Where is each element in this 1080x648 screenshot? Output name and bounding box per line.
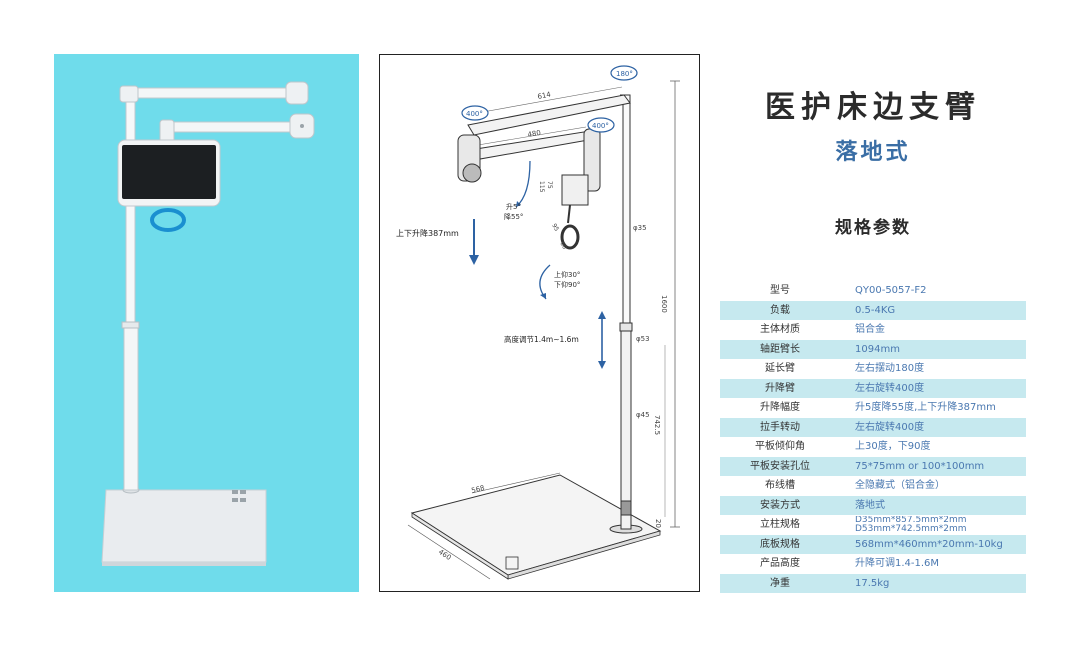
spec-value: 铝合金 — [855, 324, 885, 335]
spec-value: 75*75mm or 100*100mm — [855, 460, 985, 472]
dia-45-label: φ45 — [636, 411, 650, 419]
pole-lower-drawing — [620, 322, 632, 530]
spec-value: 落地式 — [855, 499, 885, 511]
rotation-badge-left: 400° — [461, 105, 489, 121]
spec-value: 全隐藏式（铝合金） — [855, 480, 945, 491]
upper-pole — [125, 91, 136, 325]
spec-row: 延长臂 左右摆动180度 — [720, 359, 1026, 379]
spec-row: 拉手转动 左右旋转400度 — [720, 417, 1026, 437]
tilt-up-label: 上仰30° — [554, 270, 580, 279]
spec-value: 左右旋转400度 — [855, 421, 925, 433]
dim-460-label: 460 — [437, 548, 453, 562]
spec-value: 升降可调1.4-1.6M — [855, 558, 940, 569]
spec-label: 平板安装孔位 — [750, 460, 810, 472]
lift-arm — [163, 121, 303, 133]
spec-label: 升降幅度 — [760, 402, 800, 413]
dia-53-label: φ53 — [636, 335, 650, 343]
spec-label: 净重 — [770, 577, 790, 589]
spec-label: 主体材质 — [760, 324, 800, 335]
spec-row: 布线槽 全隐藏式（铝合金） — [720, 476, 1026, 496]
svg-text:180°: 180° — [616, 70, 633, 78]
spec-row: 轴距臂长 1094mm — [720, 339, 1026, 359]
spec-heading: 规格参数 — [835, 218, 911, 238]
spec-value: QY00-5057-F2 — [855, 285, 927, 296]
updown-label: 上下升降387mm — [396, 228, 459, 238]
lift-angle-arc — [515, 160, 531, 208]
base-plate-edge — [102, 562, 266, 566]
technical-drawing: 1600 742.5 20 568 460 φ35 φ53 φ45 614 48… — [379, 54, 700, 592]
rotation-badge-mid: 400° — [587, 117, 615, 133]
dim-95-label: 95 — [550, 223, 560, 233]
spec-row: 型号 QY00-5057-F2 — [720, 281, 1026, 301]
dimension-drawing: 1600 742.5 20 568 460 φ35 φ53 φ45 614 48… — [396, 65, 680, 580]
tablet-screen — [122, 145, 216, 199]
spec-value: 568mm*460mm*20mm-10kg — [855, 538, 1003, 550]
spec-label: 产品高度 — [760, 558, 800, 569]
spec-row: 净重 17.5kg — [720, 573, 1026, 593]
spec-row: 平板安装孔位 75*75mm or 100*100mm — [720, 456, 1026, 476]
spec-value: 1094mm — [855, 343, 900, 355]
spec-row: 产品高度 升降可调1.4-1.6M — [720, 554, 1026, 574]
spec-table: 型号 QY00-5057-F2 负载 0.5-4KG 主体材质 铝合金 轴距臂长… — [720, 281, 1026, 593]
spec-row: 安装方式 落地式 — [720, 495, 1026, 515]
dim-75-label: 75 — [546, 181, 553, 189]
spec-label: 布线槽 — [765, 480, 795, 491]
spec-label: 拉手转动 — [760, 421, 800, 433]
dim-568-label: 568 — [471, 484, 486, 495]
spec-value: 升5度降55度,上下升降387mm — [855, 402, 996, 413]
tablet-handle — [150, 208, 186, 232]
spec-label: 平板倾仰角 — [755, 441, 805, 452]
spec-row: 主体材质 铝合金 — [720, 320, 1026, 340]
dim-60-label: 60 — [558, 241, 568, 251]
handle-drawing — [560, 224, 580, 250]
spec-row: 立柱规格 D35mm*857.5mm*2mm D53mm*742.5mm*2mm — [720, 515, 1026, 535]
spec-row: 负载 0.5-4KG — [720, 300, 1026, 320]
spec-value: 0.5-4KG — [855, 304, 896, 316]
dim-614-label: 614 — [537, 90, 552, 101]
lower-pole — [123, 321, 139, 491]
spec-row: 平板倾仰角 上30度，下90度 — [720, 437, 1026, 457]
spec-label: 轴距臂长 — [760, 343, 800, 355]
dim-480-label: 480 — [527, 129, 542, 139]
spec-label: 安装方式 — [760, 499, 800, 511]
spec-value: D35mm*857.5mm*2mm D53mm*742.5mm*2mm — [855, 516, 1026, 534]
spec-value-line-1: D35mm*857.5mm*2mm — [855, 516, 967, 525]
page-subtitle: 落地式 — [835, 140, 911, 165]
product-photo — [54, 54, 359, 592]
spec-value: 左右旋转400度 — [855, 382, 925, 394]
extension-arm — [125, 87, 297, 99]
svg-text:400°: 400° — [592, 122, 609, 130]
spec-value: 左右摆动180度 — [855, 363, 925, 374]
dim-1600-label: 1600 — [660, 295, 668, 313]
lift-label: 升5° — [506, 202, 521, 211]
dim-115-label: 115 — [538, 181, 545, 193]
height-adjust-label: 高度调节1.4m~1.6m — [504, 334, 579, 344]
floor-stand-illustration — [101, 81, 315, 566]
spec-label: 负载 — [770, 304, 790, 316]
dia-35-label: φ35 — [633, 224, 647, 232]
dim-20-label: 20 — [654, 519, 662, 528]
spec-label: 立柱规格 — [760, 519, 800, 530]
spec-row: 升降臂 左右旋转400度 — [720, 378, 1026, 398]
pole-upper-drawing — [622, 94, 631, 326]
spec-label: 升降臂 — [765, 382, 795, 394]
rotation-badge-top: 180° — [610, 65, 638, 81]
spec-value: 17.5kg — [855, 577, 890, 589]
spec-value-line-2: D53mm*742.5mm*2mm — [855, 524, 967, 534]
dim-742-label: 742.5 — [653, 415, 661, 435]
extension-arm-drawing — [467, 94, 631, 136]
spec-row: 升降幅度 升5度降55度,上下升降387mm — [720, 398, 1026, 418]
spec-label: 延长臂 — [765, 363, 795, 374]
spec-row: 底板规格 568mm*460mm*20mm-10kg — [720, 534, 1026, 554]
lower-label: 降55° — [504, 212, 523, 221]
spec-value: 上30度，下90度 — [855, 441, 931, 452]
svg-text:400°: 400° — [466, 110, 483, 118]
spec-label: 底板规格 — [760, 538, 800, 550]
tilt-down-label: 下仰90° — [554, 280, 580, 289]
spec-label: 型号 — [770, 285, 790, 296]
page-title: 医护床边支臂 — [765, 90, 981, 125]
